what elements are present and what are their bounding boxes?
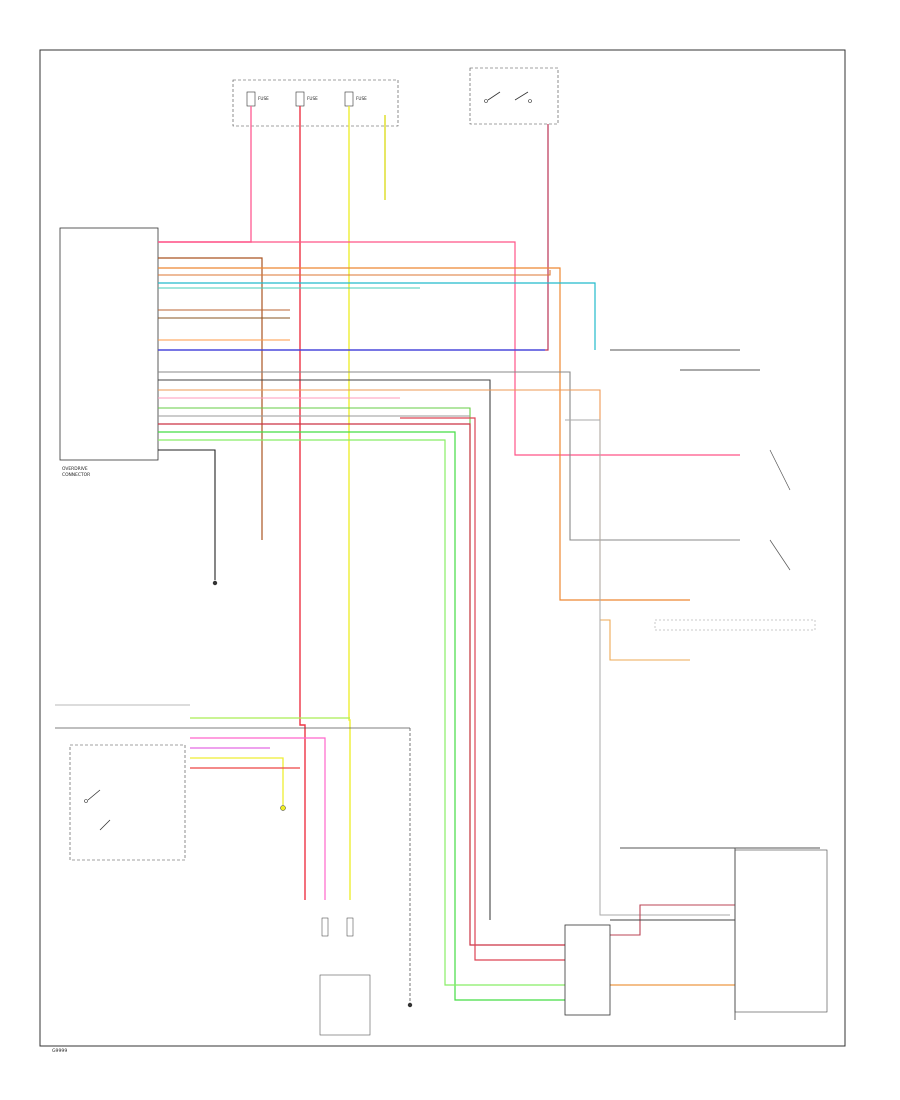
wire-orange-5 [600, 619, 690, 661]
fuse-block: FUSE FUSE FUSE [232, 79, 399, 127]
lower-left-switch [55, 704, 410, 861]
wire-green-3 [158, 439, 565, 986]
fuse-3-label: FUSE [356, 96, 367, 101]
powertrain-control-module: OVERDRIVE CONNECTOR [59, 227, 159, 478]
wire-gray-1 [158, 371, 740, 541]
ground-symbol-2 [280, 805, 286, 811]
wire-ignition-out [158, 124, 549, 351]
wire-lower-pink [190, 737, 326, 900]
wire-black-2 [158, 449, 216, 580]
wire-fuse2-red [299, 106, 306, 900]
wire-orange-2 [158, 270, 551, 276]
wire-lower-yellow [190, 757, 284, 805]
wire-fuse1-pink [158, 106, 252, 243]
diagram-frame [39, 49, 846, 1047]
module-label-1: OVERDRIVE [62, 466, 88, 472]
fuse-2-label: FUSE [307, 96, 318, 101]
wire-green-1 [158, 407, 471, 920]
fuse-3 [344, 91, 354, 107]
fuse-1 [246, 91, 256, 107]
wire-red-2 [158, 423, 565, 946]
ground-symbol-3 [407, 1002, 413, 1008]
ignition-switch [469, 67, 559, 125]
wire-gray-3 [565, 419, 730, 916]
bottom-right-module [564, 924, 611, 1016]
wire-pink-right [158, 241, 740, 456]
wire-black-1 [158, 379, 491, 920]
wire-brown-1 [158, 257, 263, 540]
wire-orange-4 [158, 389, 601, 600]
right-switch-boxes [654, 449, 828, 1013]
wire-cyan [158, 282, 596, 350]
bottom-center-connector [319, 917, 371, 1036]
module-label-2: CONNECTOR [62, 472, 90, 478]
wire-orange-1 [158, 267, 690, 601]
ground-symbol-1 [212, 580, 218, 586]
wire-fuse3-yellow [348, 106, 351, 900]
fuse-2 [295, 91, 305, 107]
figure-label: G9999 [52, 1048, 67, 1054]
wire-green-2 [158, 431, 565, 1001]
wire-red-3 [400, 417, 565, 961]
fuse-1-label: FUSE [258, 96, 269, 101]
